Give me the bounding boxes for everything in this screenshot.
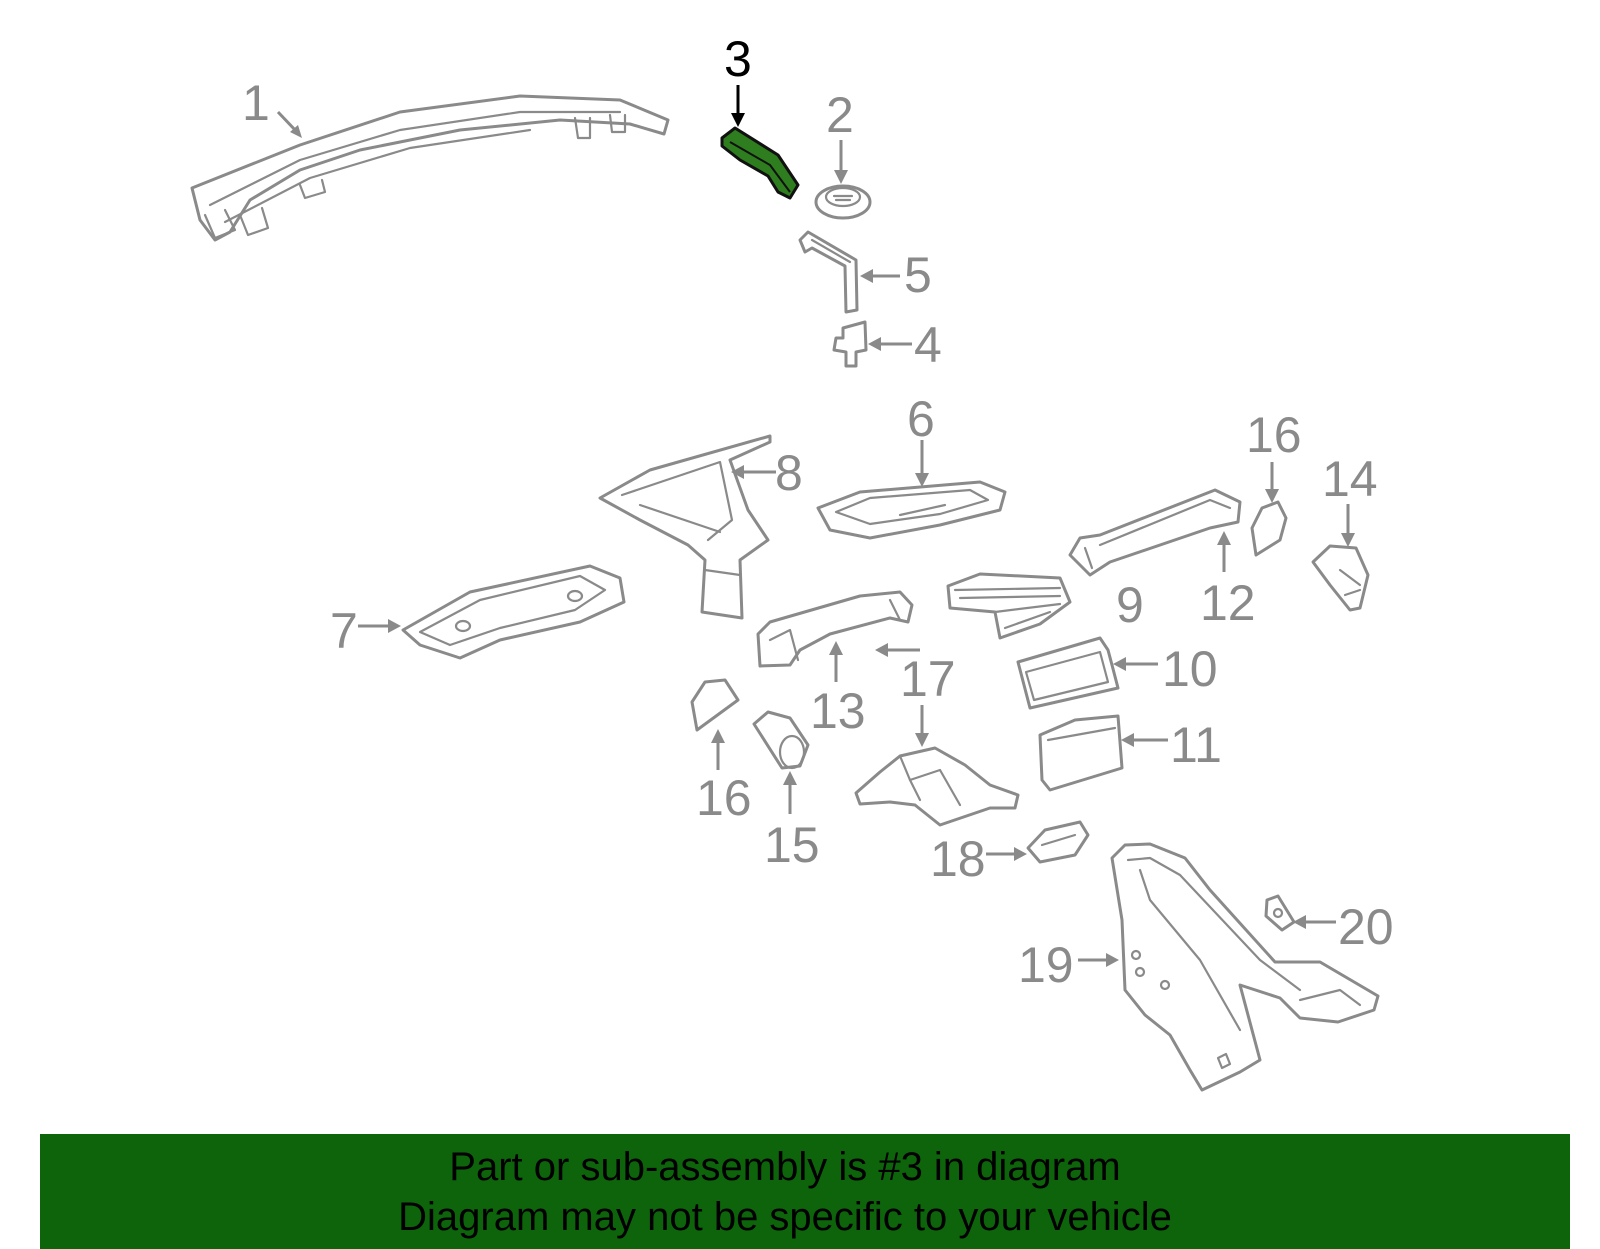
callout-11: 11 [1170,717,1222,773]
info-banner: Part or sub-assembly is #3 in diagram Di… [40,1134,1570,1249]
part-20-clip[interactable] [1264,894,1296,932]
callout-4: 4 [914,317,942,373]
part-12-duct[interactable] [1068,488,1242,577]
callout-3: 3 [724,31,752,87]
callout-17: 17 [900,651,956,707]
callout-16-left: 16 [696,770,752,826]
part-19-duct[interactable] [1110,842,1380,1092]
callout-6: 6 [907,391,935,447]
callout-7: 7 [330,603,358,659]
banner-line-1: Part or sub-assembly is #3 in diagram [449,1145,1121,1189]
part-16-cap-left[interactable] [690,678,740,732]
part-7-duct[interactable] [401,564,626,660]
part-16-cap-right[interactable] [1250,500,1288,557]
part-15-nozzle[interactable] [752,710,810,770]
part-4-clip[interactable] [832,320,868,368]
callout-1: 1 [242,75,270,131]
part-3-highlighted[interactable] [720,126,800,200]
part-14-vent[interactable] [1311,544,1370,612]
callout-18: 18 [930,831,986,887]
callout-12: 12 [1200,575,1256,631]
part-9-duct[interactable] [946,572,1072,640]
part-11-box[interactable] [1038,714,1124,792]
callout-10: 10 [1162,641,1218,697]
part-6-duct[interactable] [816,480,1007,540]
part-10-frame[interactable] [1016,636,1120,710]
callout-15: 15 [764,817,820,873]
callout-16-right: 16 [1246,407,1302,463]
part-17-housing[interactable] [854,746,1020,827]
callout-9: 9 [1116,577,1144,633]
callout-20: 20 [1338,899,1394,955]
part-1-dash-duct[interactable] [190,94,670,242]
banner-line-2: Diagram may not be specific to your vehi… [398,1195,1172,1239]
callout-14: 14 [1322,451,1378,507]
part-5-tube[interactable] [798,230,859,314]
part-2-vent[interactable] [814,184,872,220]
callout-5: 5 [904,247,932,303]
part-8-duct[interactable] [598,434,772,620]
callout-2: 2 [826,87,854,143]
callout-13: 13 [810,683,866,739]
part-18-grille[interactable] [1026,820,1090,864]
callout-19: 19 [1018,937,1074,993]
part-13-duct[interactable] [756,590,914,668]
callout-8: 8 [775,445,803,501]
